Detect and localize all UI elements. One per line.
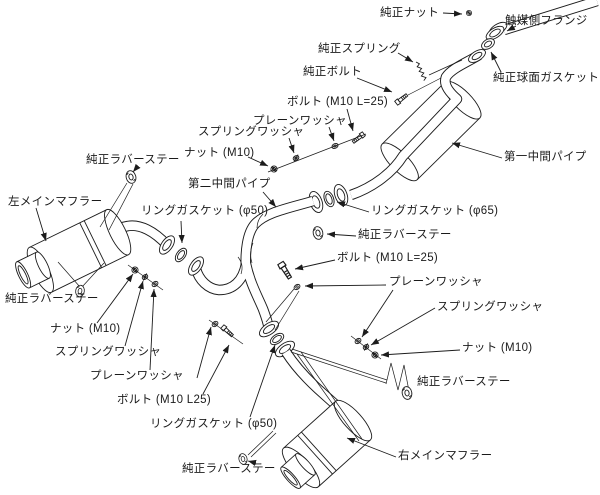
label-left-main-muffler: 左メインマフラー: [8, 196, 103, 208]
label-catalyst-side-flange: 触媒側フランジ: [505, 15, 588, 27]
leader-lines: [35, 10, 517, 466]
label-bolt-m10-l25-bottom: ボルト (M10 L25): [117, 394, 212, 406]
label-spring-washer-top: スプリングワッシャ: [198, 126, 305, 138]
label-junsei-bolt: 純正ボルト: [303, 66, 362, 78]
oem-spring-drawing: [415, 59, 463, 81]
first-intermediate-pipe-drawing: [349, 50, 482, 200]
right-muffler-hangers-drawing: [237, 348, 414, 466]
left-main-muffler-drawing: [15, 208, 175, 294]
front-flange-drawing: [468, 49, 486, 63]
label-nut-m10-top: ナット (M10): [184, 147, 255, 159]
label-bolt-m10-l25-top: ボルト (M10 L=25): [287, 96, 389, 108]
phi50-left-joint-drawing: [174, 247, 204, 276]
label-spring-washer-bottom-left: スプリングワッシャ: [55, 346, 162, 358]
label-junsei-rubber-stay-bottom: 純正ラバーステー: [182, 463, 276, 475]
label-junsei-spring: 純正スプリング: [318, 43, 401, 55]
phi50-right-hardware-drawing: [208, 260, 382, 360]
catalyst-pipe-drawing: [502, 0, 599, 36]
mid-pipe-rubber-stay-drawing: [311, 225, 325, 241]
label-junsei-nut: 純正ナット: [380, 7, 439, 19]
label-junsei-rubber-stay-top-left: 純正ラバーステー: [86, 154, 180, 166]
label-junsei-rubber-stay-lower-right: 純正ラバーステー: [417, 376, 511, 388]
phi50-right-joint-drawing: [259, 320, 295, 358]
left-muffler-hangers-drawing: [57, 169, 138, 298]
catalyst-flange-drawing: [485, 21, 508, 41]
label-bolt-m10-l25-right: ボルト (M10 L=25): [337, 252, 439, 264]
oem-bolt-drawing: [394, 77, 442, 106]
label-ring-gasket-phi50-bottom: リングガスケット (φ50): [150, 418, 278, 430]
label-plain-washer-bottom-left: プレーンワッシャ: [90, 370, 184, 382]
label-second-intermediate-pipe: 第二中間パイプ: [188, 178, 271, 190]
second-intermediate-pipe-drawing: [190, 195, 315, 330]
phi65-hardware-drawing: [267, 131, 367, 173]
label-ring-gasket-phi50-left: リングガスケット (φ50): [141, 205, 269, 217]
phi50-left-hardware-drawing: [127, 264, 164, 291]
right-main-muffler-drawing: [280, 399, 373, 489]
label-junsei-rubber-stay-right-mid: 純正ラバーステー: [358, 229, 452, 241]
label-nut-m10-bottom-left: ナット (M10): [50, 323, 121, 335]
oem-nut-drawing: [465, 9, 473, 17]
label-spring-washer-right: スプリングワッシャ: [437, 301, 544, 313]
label-right-main-muffler: 右メインマフラー: [398, 450, 493, 462]
label-junsei-spherical-gasket: 純正球面ガスケット: [493, 72, 600, 84]
label-ring-gasket-phi65: リングガスケット (φ65): [371, 205, 499, 217]
label-junsei-rubber-stay-bottom-left: 純正ラバーステー: [5, 293, 99, 305]
label-plain-washer-top: プレーンワッシャ: [253, 115, 347, 127]
label-plain-washer-right: プレーンワッシャ: [389, 276, 483, 288]
label-first-intermediate-pipe: 第一中間パイプ: [504, 151, 587, 163]
phi65-joint-drawing: [308, 184, 349, 213]
label-nut-m10-right: ナット (M10): [462, 342, 533, 354]
spherical-gasket-drawing: [481, 38, 495, 50]
